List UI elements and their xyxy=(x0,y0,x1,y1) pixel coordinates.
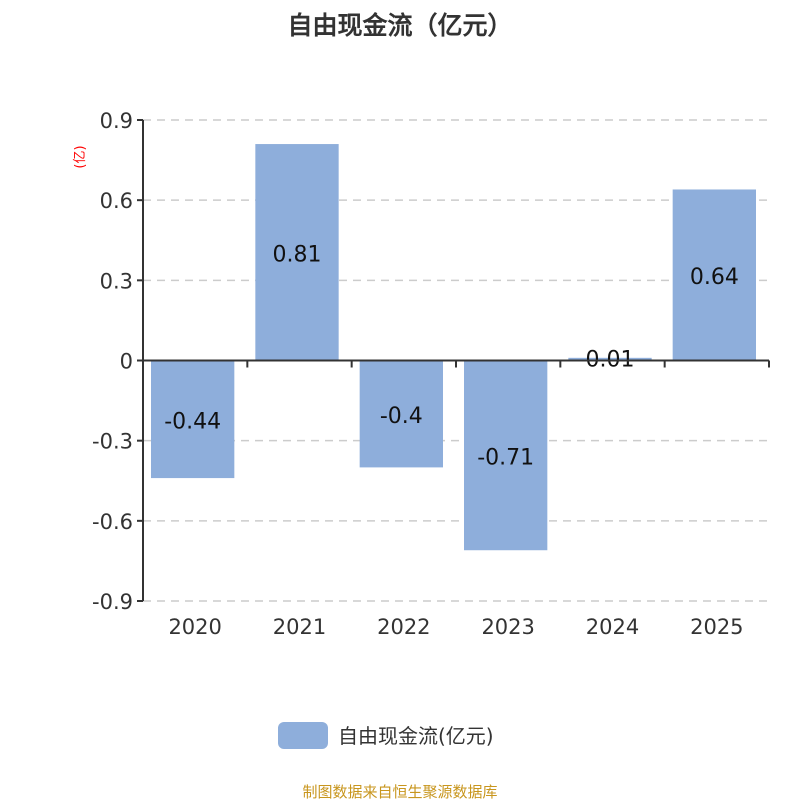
y-tick-label: 0.9 xyxy=(100,109,133,133)
footer-source: 制图数据来自恒生聚源数据库 xyxy=(302,783,497,800)
legend-swatch[interactable] xyxy=(278,722,328,749)
y-tick-label: -0.3 xyxy=(92,430,133,454)
x-tick-label: 2023 xyxy=(481,615,534,639)
chart-title: 自由现金流（亿元） xyxy=(287,11,512,40)
data-label: -0.4 xyxy=(380,404,423,429)
y-axis-label: (亿) xyxy=(73,145,88,168)
x-tick-label: 2020 xyxy=(168,615,221,639)
y-tick-label: -0.9 xyxy=(92,590,133,614)
y-tick-label: 0 xyxy=(120,350,133,374)
x-tick-label: 2022 xyxy=(377,615,430,639)
bar-2023 xyxy=(464,360,548,551)
data-label: 0.81 xyxy=(273,242,322,267)
data-label: 0.64 xyxy=(690,265,739,290)
legend-label[interactable]: 自由现金流(亿元) xyxy=(338,724,494,748)
bar-2025 xyxy=(672,189,756,361)
data-label: -0.44 xyxy=(164,409,221,434)
y-tick-label: -0.6 xyxy=(92,510,133,534)
x-tick-label: 2024 xyxy=(586,615,639,639)
bar-2024 xyxy=(568,357,652,361)
bar-2021 xyxy=(255,144,339,361)
x-tick-label: 2025 xyxy=(690,615,743,639)
data-label: -0.71 xyxy=(477,445,534,470)
bar-2022 xyxy=(359,360,443,468)
y-tick-label: 0.6 xyxy=(100,189,133,213)
y-tick-label: 0.3 xyxy=(100,269,133,293)
bar-2020 xyxy=(151,360,235,479)
x-tick-label: 2021 xyxy=(273,615,326,639)
